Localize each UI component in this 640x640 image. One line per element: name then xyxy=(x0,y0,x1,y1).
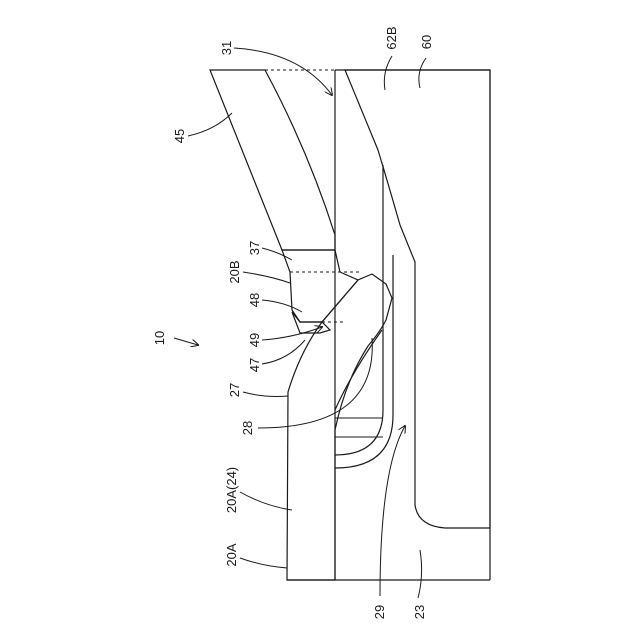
member-20A-47 xyxy=(287,274,392,580)
member-60 xyxy=(345,70,490,528)
leader-48 xyxy=(262,300,302,312)
leader-10 xyxy=(174,338,198,345)
leader-60 xyxy=(419,58,426,88)
label-20B: 20B xyxy=(227,260,242,283)
label-62B: 62B xyxy=(384,26,399,49)
leader-23 xyxy=(418,550,422,598)
channel-29-outer xyxy=(335,255,393,468)
channel-29-inner xyxy=(335,165,383,455)
label-31: 31 xyxy=(219,41,234,55)
leader-27 xyxy=(243,392,288,397)
leader-20A xyxy=(240,558,287,568)
leader-29 xyxy=(380,426,405,596)
label-28: 28 xyxy=(240,421,255,435)
label-10: 10 xyxy=(152,331,167,345)
curved-face-28 xyxy=(335,330,382,410)
label-48: 48 xyxy=(247,293,262,307)
leader-28 xyxy=(258,338,372,428)
leader-45 xyxy=(188,113,232,136)
leader-20A-24 xyxy=(240,492,292,510)
label-27: 27 xyxy=(227,383,242,397)
member-37 xyxy=(282,250,358,322)
member-48 xyxy=(292,312,330,333)
leader-47 xyxy=(262,340,305,364)
label-47: 47 xyxy=(247,358,262,372)
leader-31 xyxy=(234,48,332,95)
label-60: 60 xyxy=(419,35,434,49)
label-29: 29 xyxy=(372,605,387,619)
label-23: 23 xyxy=(412,605,427,619)
leader-20B xyxy=(243,272,290,283)
label-20A-24: 20A(24) xyxy=(224,467,239,513)
label-37: 37 xyxy=(247,241,262,255)
member-45 xyxy=(210,70,335,250)
label-20A: 20A xyxy=(224,543,239,566)
leader-62B xyxy=(384,56,392,90)
label-45: 45 xyxy=(172,129,187,143)
label-49: 49 xyxy=(247,333,262,347)
